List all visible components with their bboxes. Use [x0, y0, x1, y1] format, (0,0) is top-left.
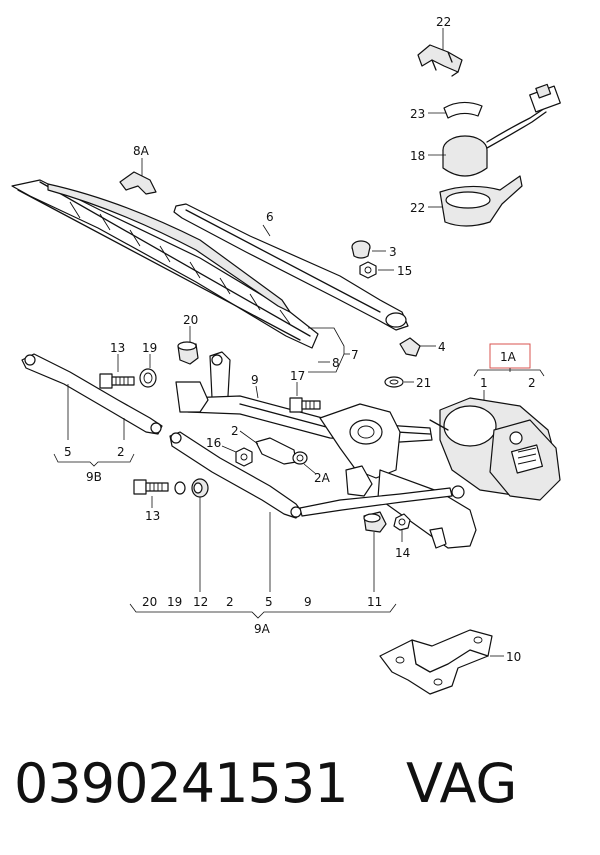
part-22-seal	[439, 175, 523, 227]
part-18-cap	[442, 83, 561, 177]
label-8: 8	[332, 356, 340, 370]
part-6-wiper-arm	[173, 203, 409, 331]
part-11-bushing	[363, 511, 387, 533]
part-23-ring	[443, 101, 483, 119]
part-9-linkage-frame	[175, 351, 477, 549]
label-20: 20	[183, 313, 198, 327]
label-2-9B: 2	[117, 445, 125, 459]
part-16-nut	[235, 447, 253, 467]
part-4-washer	[399, 337, 421, 357]
label-2-joint: 2	[231, 424, 239, 438]
label-2-bottom: 2	[226, 595, 234, 609]
label-9-bottom: 9	[304, 595, 312, 609]
part-15-nut	[359, 261, 377, 279]
label-2A: 2A	[314, 471, 331, 485]
label-5-bottom: 5	[265, 595, 273, 609]
label-16: 16	[206, 436, 221, 450]
label-20-bottom: 20	[142, 595, 157, 609]
part-3-cap	[351, 240, 371, 259]
part-22-clip	[417, 44, 463, 77]
part-14-nut	[393, 513, 411, 531]
part-13-bolt-upper	[99, 373, 135, 389]
label-4: 4	[438, 340, 446, 354]
label-13-upper: 13	[110, 341, 125, 355]
label-22-top: 22	[436, 15, 451, 29]
label-13-lower: 13	[145, 509, 160, 523]
label-3: 3	[389, 245, 397, 259]
part-21-grommet	[384, 376, 404, 388]
label-2-motor: 2	[528, 376, 536, 390]
label-1A: 1A	[500, 350, 517, 364]
label-9B: 9B	[86, 470, 102, 484]
label-22-bottom: 22	[410, 201, 425, 215]
part-1-wiper-motor	[429, 397, 561, 501]
label-9-top: 9	[251, 373, 259, 387]
label-17: 17	[290, 369, 305, 383]
label-15: 15	[397, 264, 412, 278]
part-13-bolt-lower	[133, 479, 169, 495]
footer: 0390241531 VAG	[14, 752, 594, 832]
label-12-bottom: 12	[193, 595, 208, 609]
label-11-bottom: 11	[367, 595, 382, 609]
part-19-washer	[139, 368, 157, 388]
label-1: 1	[480, 376, 488, 390]
label-6: 6	[266, 210, 274, 224]
part-5-link-rod-9B	[21, 353, 163, 435]
part-19-washer-lower	[174, 481, 186, 495]
label-21: 21	[416, 376, 431, 390]
part-2-link-joint	[255, 437, 297, 465]
part-8-wiper-blade	[11, 179, 319, 349]
part-17-bolt	[289, 397, 321, 413]
label-8A: 8A	[133, 144, 150, 158]
part-number: 0390241531	[14, 752, 349, 815]
part-2A-clip	[292, 451, 308, 465]
part-12-bushing	[191, 478, 209, 498]
label-7: 7	[351, 348, 359, 362]
label-14: 14	[395, 546, 410, 560]
brand-name: VAG	[406, 752, 518, 815]
label-23: 23	[410, 107, 425, 121]
part-20-bushing	[177, 341, 199, 365]
label-19: 19	[142, 341, 157, 355]
part-8A-clip	[119, 171, 157, 195]
part-5-link-rod-9A	[169, 431, 453, 519]
part-10-mounting-bracket	[379, 629, 493, 695]
label-18: 18	[410, 149, 425, 163]
label-19-bottom: 19	[167, 595, 182, 609]
label-10: 10	[506, 650, 521, 664]
label-9A: 9A	[254, 622, 271, 636]
wiper-assembly-diagram: 22 23 18 22 8A 6	[11, 15, 561, 695]
label-5-9B: 5	[64, 445, 72, 459]
